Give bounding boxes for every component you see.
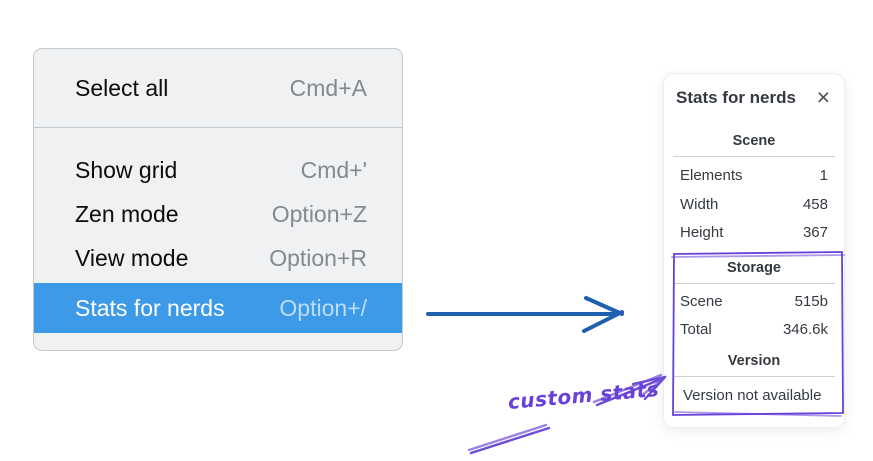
storage-section-heading: Storage <box>727 259 781 276</box>
menu-item-zen-mode[interactable]: Zen mode Option+Z <box>34 192 402 236</box>
stat-row-scene-size: Scene 515b <box>664 288 844 317</box>
stat-label: Width <box>680 195 719 213</box>
version-note: Version not available <box>683 386 822 404</box>
stat-label: Elements <box>680 167 743 184</box>
stat-row-height: Height 367 <box>664 219 844 248</box>
menu-item-shortcut: Option+Z <box>271 200 367 227</box>
menu-item-label: Stats for nerds <box>75 294 225 321</box>
stat-value: 367 <box>802 224 828 241</box>
menu-divider <box>34 127 402 128</box>
annotation-label: custom stats <box>506 376 661 414</box>
stat-label: Total <box>680 321 712 338</box>
context-menu: Select all Cmd+A Show grid Cmd+' Zen mod… <box>33 48 403 351</box>
stat-value: 458 <box>802 195 828 213</box>
stat-value: 1 <box>819 167 828 184</box>
section-divider <box>673 156 835 157</box>
menu-item-shortcut: Cmd+A <box>289 74 367 101</box>
menu-group: Show grid Cmd+' Zen mode Option+Z View m… <box>34 128 402 333</box>
storage-section-rows: Scene 515b Total 346.6k <box>664 284 844 345</box>
menu-item-label: Zen mode <box>75 200 179 227</box>
close-icon[interactable]: × <box>816 84 830 110</box>
menu-item-label: Select all <box>75 74 169 101</box>
flow-arrow <box>426 296 624 333</box>
menu-item-select-all[interactable]: Select all Cmd+A <box>34 49 402 127</box>
stat-value: 515b <box>794 292 828 310</box>
menu-item-shortcut: Option+/ <box>279 294 367 321</box>
menu-item-show-grid[interactable]: Show grid Cmd+' <box>34 148 402 192</box>
scene-section-rows: Elements 1 Width 458 Height 367 <box>664 157 844 248</box>
stat-row-elements: Elements 1 <box>664 162 844 191</box>
menu-item-shortcut: Cmd+' <box>300 156 367 183</box>
stat-value: 346.6k <box>782 321 828 338</box>
menu-item-view-mode[interactable]: View mode Option+R <box>34 236 402 280</box>
stats-panel-header: Stats for nerds × <box>664 74 844 122</box>
menu-item-stats-for-nerds[interactable]: Stats for nerds Option+/ <box>34 283 402 333</box>
stat-row-total-size: Total 346.6k <box>664 316 844 345</box>
stat-label: Scene <box>680 292 723 310</box>
version-section-heading: Version <box>727 352 781 369</box>
menu-item-shortcut: Option+R <box>269 244 367 271</box>
menu-item-label: Show grid <box>75 156 178 183</box>
scene-section-heading: Scene <box>732 133 776 149</box>
menu-item-label: View mode <box>75 244 189 271</box>
stats-panel-title: Stats for nerds <box>676 88 796 107</box>
stats-panel: Stats for nerds × Scene Elements 1 Width… <box>663 73 845 428</box>
annotation-arrow <box>467 373 667 455</box>
stat-row-width: Width 458 <box>664 191 844 220</box>
stat-label: Height <box>680 224 724 241</box>
